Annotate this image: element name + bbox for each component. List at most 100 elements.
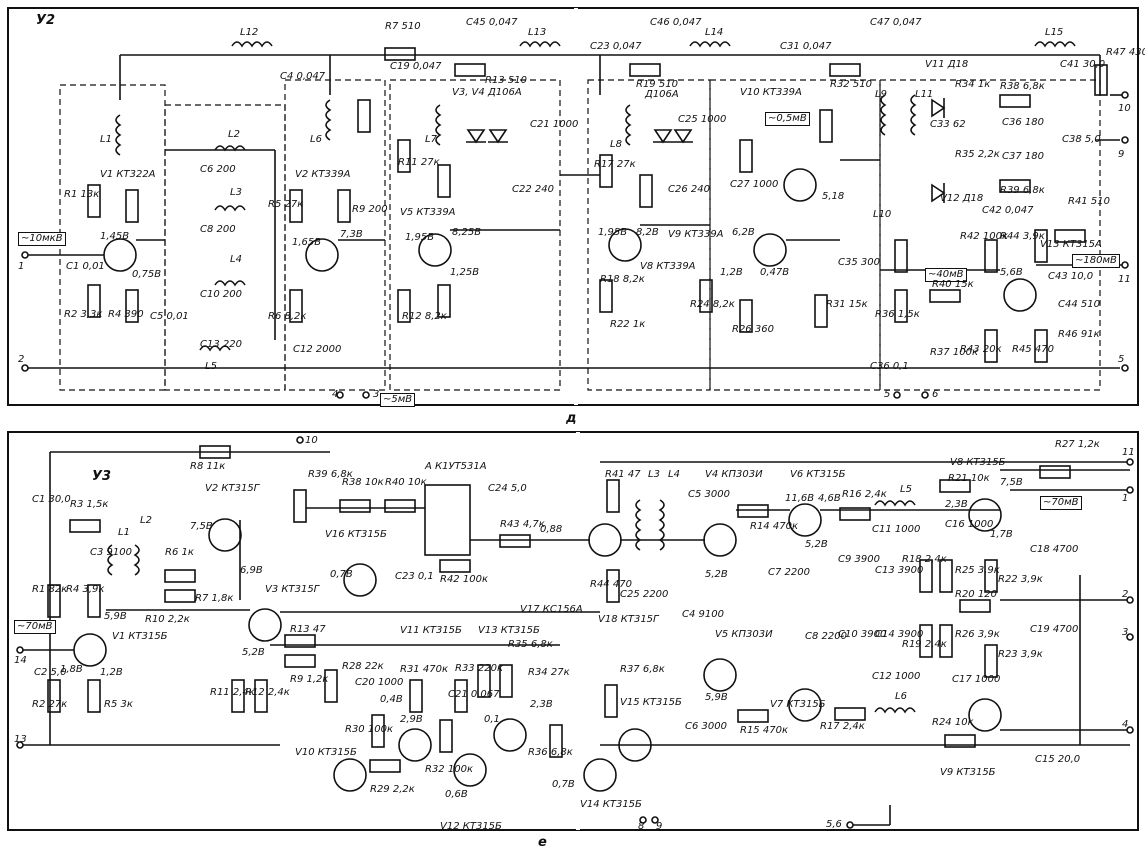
bottom-C7: C7 2200: [768, 567, 810, 578]
bottom-R22: R22 3,9к: [998, 574, 1043, 585]
top-C13: C13 220: [200, 339, 242, 350]
top-voltage-8: 1,2В: [720, 267, 743, 278]
top-pin-4: 4: [332, 389, 339, 400]
top-R31: R31 15к: [826, 299, 868, 310]
top-resistors: [87, 47, 1108, 363]
bottom-C3: C3 9100: [90, 547, 132, 558]
bottom-voltage-17: 0,4В: [380, 694, 403, 705]
top-pin-5-right: 5: [1118, 354, 1125, 365]
bottom-R43: R43 4,7к: [500, 519, 545, 530]
top-R45: R45 470: [1012, 344, 1054, 355]
top-R36: R36 1,5к: [875, 309, 920, 320]
top-R22: R22 1к: [610, 319, 646, 330]
bottom-C11: C11 1000: [872, 524, 921, 535]
bottom-C15: C15 20,0: [1035, 754, 1081, 765]
bottom-R38: R38 10к: [342, 477, 384, 488]
top-L5: L5: [205, 361, 217, 372]
top-R18: R18 8,2к: [600, 274, 645, 285]
bottom-R23: R23 3,9к: [998, 649, 1043, 660]
bottom-voltage-4: 5,2В: [242, 647, 265, 658]
bottom-transistor-v3: V3 КТ315Г: [265, 584, 320, 595]
bottom-voltage-13: 5,9В: [705, 692, 728, 703]
bottom-transistor-v12: V12 КТ315Б: [440, 821, 502, 832]
bottom-R36: R36 6,8к: [528, 747, 573, 758]
top-C46: C46 0,047: [650, 17, 702, 28]
bottom-L4: L4: [668, 469, 680, 480]
top-C47: C47 0,047: [870, 17, 922, 28]
top-diodes-v3v4: V3, V4 Д106А: [452, 87, 522, 98]
top-C19: C19 0,047: [390, 61, 442, 72]
top-C26: C26 240: [668, 184, 710, 195]
top-C41: C41 30,0: [1060, 59, 1106, 70]
top-L9: L9: [875, 89, 887, 100]
top-diode-v6: Д106А: [645, 89, 679, 100]
top-L10: L10: [873, 209, 892, 220]
bottom-voltage-14: 2,3В: [945, 499, 968, 510]
bottom-C17: C17 1000: [952, 674, 1001, 685]
top-R46: R46 91к: [1058, 329, 1100, 340]
bottom-C21: C21 0,067: [448, 689, 500, 700]
top-R17: R17 27к: [594, 159, 636, 170]
top-R2: R2 3,3к: [64, 309, 103, 320]
bottom-voltage-18: 2,9В: [400, 714, 423, 725]
top-R7: R7 510: [385, 21, 421, 32]
bottom-resistors: [47, 445, 1071, 773]
top-L3: L3: [230, 187, 242, 198]
bottom-transistor-v13: V13 КТ315Б: [478, 625, 540, 636]
bottom-pin-9: 9: [656, 821, 663, 832]
top-R19: R19 510: [636, 79, 678, 90]
bottom-voltage-21: 2,3В: [530, 699, 553, 710]
top-shield-boxes: [59, 79, 1101, 391]
bottom-R33: R33 220к: [455, 663, 503, 674]
top-R44: R44 3,9к: [1000, 231, 1045, 242]
bottom-voltage-16: 1,7В: [990, 529, 1013, 540]
top-C22: C22 240: [512, 184, 554, 195]
top-transistor-v5: V5 КТ339А: [400, 207, 456, 218]
top-transistor-v10: V10 КТ339А: [740, 87, 802, 98]
top-C1: C1 0,01: [66, 261, 105, 272]
bottom-R39: R39 6,8к: [308, 469, 353, 480]
top-pin-5: 5: [884, 389, 891, 400]
bottom-C12: C12 1000: [872, 671, 921, 682]
top-out-level-1: ~5мВ: [380, 393, 416, 407]
top-L13: L13: [528, 27, 547, 38]
bottom-L3: L3: [648, 469, 660, 480]
bottom-transistor-v5: V5 КП303И: [715, 629, 773, 640]
top-panel-frame: [7, 7, 1139, 406]
bottom-C5: C5 3000: [688, 489, 730, 500]
top-R5: R5 27к: [268, 199, 304, 210]
bottom-R14: R14 470к: [750, 521, 798, 532]
top-supply-bus: [119, 54, 1101, 100]
top-out-level-3: ~40мВ: [925, 268, 967, 282]
bottom-R8: R8 11к: [190, 461, 226, 472]
top-diode-v11: V11 Д18: [925, 59, 969, 70]
bottom-C18: C18 4700: [1030, 544, 1079, 555]
bottom-voltage-22: 0,7В: [552, 779, 575, 790]
bottom-pin-10: 10: [305, 435, 318, 446]
bottom-input-level: ~70мВ: [14, 620, 56, 634]
top-transistors: [103, 168, 1037, 312]
bottom-R34: R34 27к: [528, 667, 570, 678]
bottom-R13: R13 47: [290, 624, 326, 635]
bottom-R20: R20 120: [955, 589, 997, 600]
bottom-R7: R7 1,8к: [195, 593, 234, 604]
top-diode-v12: V12 Д18: [940, 193, 984, 204]
top-C23: C23 0,047: [590, 41, 642, 52]
bottom-R40: R40 10к: [385, 477, 427, 488]
top-transistor-v1: V1 КТ322А: [100, 169, 156, 180]
top-R1: R1 13к: [64, 189, 100, 200]
bottom-R44: R44 470: [590, 579, 632, 590]
bottom-R3: R3 1,5к: [70, 499, 109, 510]
top-R12: R12 8,2к: [402, 311, 447, 322]
top-R35: R35 2,2к: [955, 149, 1000, 160]
top-panel-letter: д: [566, 411, 577, 426]
top-pin-1: 1: [18, 261, 25, 272]
bottom-pin-3: 3: [1122, 627, 1129, 638]
bottom-C16: C16 1000: [945, 519, 994, 530]
bottom-L2: L2: [140, 515, 152, 526]
bottom-C23: C23 0,1: [395, 571, 434, 582]
top-C36: C36 0,1: [870, 361, 909, 372]
bottom-coils: [107, 499, 916, 714]
bottom-C6: C6 3000: [685, 721, 727, 732]
